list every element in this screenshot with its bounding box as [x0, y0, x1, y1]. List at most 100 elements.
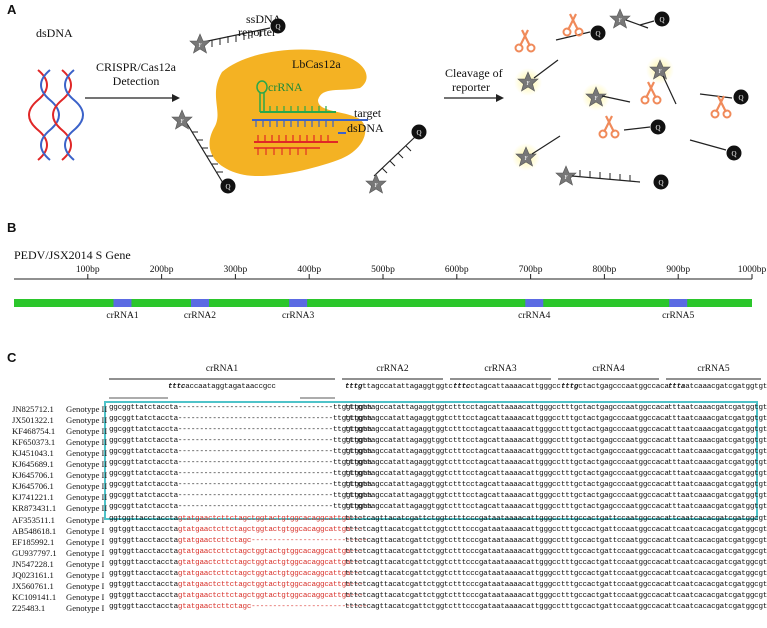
- tick-label: 400bp: [297, 265, 322, 275]
- seq-crrna5: ttcaatcacacgatcgatggcgttt: [668, 536, 767, 545]
- tick-label: 900bp: [666, 265, 691, 275]
- gene-map: [14, 274, 753, 307]
- header-crrna3: crRNA3: [484, 364, 517, 374]
- step2-label-line2: reporter: [452, 80, 490, 94]
- seq-crrna3: tttcccgataataaaacattgggcc: [453, 514, 561, 523]
- seq-crrna3: tttcccgataataaaacattgggcc: [453, 525, 561, 534]
- tick-label: 100bp: [75, 265, 100, 275]
- accession-id: Z25483.1: [12, 602, 46, 613]
- dsdna-helix-icon: [28, 69, 84, 161]
- seq-crrna5: ttcaatcacacgatcgatggcgttt: [668, 525, 767, 534]
- seq-crrna1: ggtggttacctacctagtatgaactcttctagctggtact…: [109, 569, 364, 578]
- guide-crrna5: tttaatcaaacgatcgatggtgttt: [668, 383, 767, 391]
- seq-crrna1: ggcggttatctaccta------------------------…: [109, 492, 372, 501]
- accession-id: KJ741221.1: [12, 492, 54, 503]
- seq-crrna3: tttcccgataataaaacattgggcc: [453, 558, 561, 567]
- accession-id: GU937797.1: [12, 547, 57, 558]
- seq-crrna3: tttcctagcattaaaacattgggcc: [453, 503, 561, 512]
- target-label-line1: target: [354, 106, 382, 120]
- seq-crrna4: tttgctactgagcccaatggccaca: [561, 481, 669, 490]
- seq-crrna2: tttctcagttacatcgattctggtc: [345, 525, 453, 534]
- panel-b-letter: B: [7, 220, 17, 235]
- header-crrna4: crRNA4: [592, 364, 625, 374]
- genotype-label: Genotype II: [66, 470, 108, 481]
- step2-label-line1: Cleavage of: [445, 66, 503, 80]
- seq-crrna4: tttgccactgattccaatggccaca: [561, 547, 669, 556]
- seq-crrna4: tttgccactgattccaatggccaca: [561, 558, 669, 567]
- seq-crrna5: tttaatcaaacgatcgatggtgttt: [668, 404, 767, 412]
- seq-crrna1: ggcggttatctaccta------------------------…: [109, 459, 372, 468]
- seq-crrna2: tttctcagttacatcgattctggtc: [345, 569, 453, 578]
- seq-crrna1: ggtggttacctacctagtatgaactcttctagctggtact…: [109, 580, 364, 589]
- gene-bar: [14, 299, 752, 307]
- crrna-site-marker: [113, 299, 132, 307]
- seq-crrna2: tttgttagccatattagaggtggtc: [345, 415, 453, 424]
- seq-crrna3: tttcctagcattaaaacattgggcc: [453, 492, 561, 501]
- seq-crrna1: ggcggttatctaccta------------------------…: [109, 503, 372, 512]
- target-label-line2: dsDNA: [347, 121, 384, 135]
- seq-crrna2: tttgttagccatattagaggtggtc: [345, 426, 453, 435]
- tick-label: 200bp: [149, 265, 174, 275]
- crrna-site-marker: [190, 299, 209, 307]
- header-crrna1: crRNA1: [205, 364, 239, 374]
- seq-crrna1: ggcggttatctaccta------------------------…: [109, 404, 372, 412]
- seq-crrna1: ggcggttatctaccta------------------------…: [109, 470, 372, 479]
- seq-crrna3: tttcccgataataaaacattgggcc: [453, 547, 561, 556]
- tick-label: 700bp: [518, 265, 543, 275]
- accession-id: KJ451043.1: [12, 448, 54, 459]
- accession-id: KJ645706.1: [12, 481, 54, 492]
- crrna-site-label: crRNA5: [662, 311, 695, 321]
- guide-crrna4: tttgctactgagcccaatggccaca: [561, 383, 669, 391]
- panel-c-letter: C: [7, 350, 17, 365]
- ssdna-reporter-icon: [189, 18, 286, 54]
- reporter-label-line2: reporter: [238, 25, 276, 39]
- accession-id: JX501322.1: [12, 415, 54, 426]
- seq-crrna3: tttcctagcattaaaacattgggcc: [453, 459, 561, 468]
- accession-id: EF185992.1: [12, 536, 55, 547]
- seq-crrna2: tttgttagccatattagaggtggtc: [345, 448, 453, 457]
- cleaved-reporters-icon: [512, 8, 749, 190]
- seq-crrna3: tttcctagcattaaaacattgggcc: [453, 437, 561, 446]
- genotype-label: Genotype II: [66, 503, 108, 514]
- genotype-label: Genotype II: [66, 415, 108, 426]
- seq-crrna1: ggtggttacctacctagtatgaactcttctagc-------…: [109, 536, 368, 545]
- guide-crrna3: tttcctagcattaaaacattgggcc: [453, 383, 561, 391]
- crrna-label: crRNA: [268, 80, 303, 94]
- genotype-label: Genotype II: [66, 448, 108, 459]
- seq-crrna2: tttgttagccatattagaggtggtc: [345, 404, 453, 412]
- genotype-label: Genotype I: [66, 602, 105, 613]
- seq-crrna4: tttgctactgagcccaatggccaca: [561, 404, 669, 412]
- crrna-site-label: crRNA3: [282, 311, 315, 321]
- seq-crrna3: tttcccgataataaaacattgggcc: [453, 536, 561, 545]
- accession-id: JQ023161.1: [12, 569, 54, 580]
- seq-crrna2: tttgttagccatattagaggtggtc: [345, 503, 453, 512]
- arrow-2-icon: [496, 94, 504, 102]
- crrna-site-label: crRNA4: [518, 311, 551, 321]
- crrna-hairpin-icon: [256, 80, 336, 113]
- genotype-label: Genotype II: [66, 404, 108, 414]
- tick-label: 1000bp: [737, 265, 767, 275]
- tick-label: 500bp: [371, 265, 395, 275]
- enzyme-label: LbCas12a: [292, 57, 341, 71]
- seq-crrna4: tttgccactgattccaatggccaca: [561, 602, 669, 611]
- accession-id: KJ645706.1: [12, 470, 54, 481]
- seq-crrna1: ggcggttatctaccta------------------------…: [109, 481, 372, 490]
- seq-crrna3: tttcccgataataaaacattgggcc: [453, 602, 561, 611]
- accession-id: JX560761.1: [12, 580, 54, 591]
- header-crrna2: crRNA2: [376, 364, 409, 374]
- accession-id: KJ645689.1: [12, 459, 54, 470]
- seq-crrna2: tttgttagccatattagaggtggtc: [345, 470, 453, 479]
- seq-crrna4: tttgccactgattccaatggccaca: [561, 525, 669, 534]
- seq-crrna4: tttgctactgagcccaatggccaca: [561, 492, 669, 501]
- seq-crrna1: ggtggttacctacctagtatgaactcttctagctggtact…: [109, 591, 364, 600]
- seq-crrna5: tttaatcaaacgatcgatggtgttt: [668, 481, 767, 490]
- seq-crrna5: ttcaatcacacgatcgatggcgttt: [668, 558, 767, 567]
- quencher-legend: Q: [0, 0, 1, 1]
- seq-crrna5: tttaatcaaacgatcgatggtgttt: [668, 448, 767, 457]
- seq-crrna2: tttgttagccatattagaggtggtc: [345, 437, 453, 446]
- seq-crrna1: ggcggttatctaccta------------------------…: [109, 437, 372, 446]
- seq-crrna2: tttctcagttacatcgattctggtc: [345, 558, 453, 567]
- panel-a-illustration: F Q: [0, 0, 749, 194]
- seq-crrna5: tttaatcaaacgatcgatggtgttt: [668, 426, 767, 435]
- gene-title: PEDV/JSX2014 S Gene: [14, 248, 131, 262]
